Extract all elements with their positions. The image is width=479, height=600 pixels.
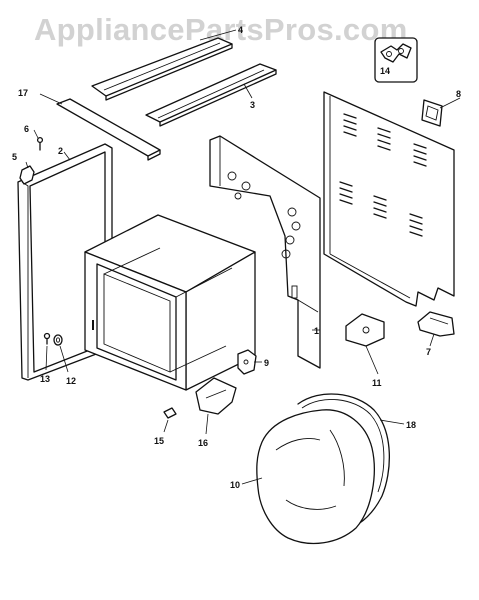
part-10-insulation[interactable] bbox=[256, 409, 375, 545]
part-4-top-trim[interactable] bbox=[91, 37, 233, 101]
callout-12: 12 bbox=[66, 376, 76, 386]
part-11-bracket[interactable] bbox=[345, 313, 385, 347]
callout-2: 2 bbox=[58, 146, 63, 156]
callout-15: 15 bbox=[154, 436, 164, 446]
leader-lines bbox=[25, 29, 461, 485]
part-back-panel[interactable] bbox=[323, 91, 455, 307]
callout-8: 8 bbox=[456, 89, 461, 99]
part-8-plate[interactable] bbox=[421, 99, 443, 127]
part-6-screw[interactable] bbox=[36, 136, 44, 151]
callout-13: 13 bbox=[40, 374, 50, 384]
callout-10: 10 bbox=[230, 480, 240, 490]
part-13-screw[interactable] bbox=[43, 332, 51, 345]
part-9-clip[interactable] bbox=[237, 349, 257, 375]
part-7-bracket[interactable] bbox=[417, 311, 455, 337]
part-17-front-top-bar[interactable] bbox=[56, 98, 161, 161]
callout-3: 3 bbox=[250, 100, 255, 110]
callout-16: 16 bbox=[198, 438, 208, 448]
callout-6: 6 bbox=[24, 124, 29, 134]
callout-18: 18 bbox=[406, 420, 416, 430]
callout-14: 14 bbox=[380, 66, 390, 76]
part-16-hinge[interactable] bbox=[195, 377, 237, 415]
vent-slots bbox=[339, 113, 427, 237]
callout-11: 11 bbox=[372, 378, 382, 388]
callout-labels: 4 3 17 2 6 5 14 8 7 11 1 9 18 10 12 13 1… bbox=[12, 25, 461, 490]
part-5-clip[interactable] bbox=[19, 165, 35, 185]
callout-5: 5 bbox=[12, 152, 17, 162]
callout-17: 17 bbox=[18, 88, 28, 98]
part-12-bumper[interactable] bbox=[53, 334, 63, 346]
oven-cavity-box[interactable] bbox=[84, 214, 256, 391]
part-3-trim[interactable] bbox=[145, 63, 277, 127]
callout-4: 4 bbox=[238, 25, 243, 35]
callout-9: 9 bbox=[264, 358, 269, 368]
callout-1: 1 bbox=[314, 326, 319, 336]
part-14-bracket[interactable] bbox=[374, 37, 418, 83]
part-1-side-panel[interactable] bbox=[209, 135, 321, 369]
part-15-fastener[interactable] bbox=[163, 407, 177, 419]
callout-7: 7 bbox=[426, 347, 431, 357]
